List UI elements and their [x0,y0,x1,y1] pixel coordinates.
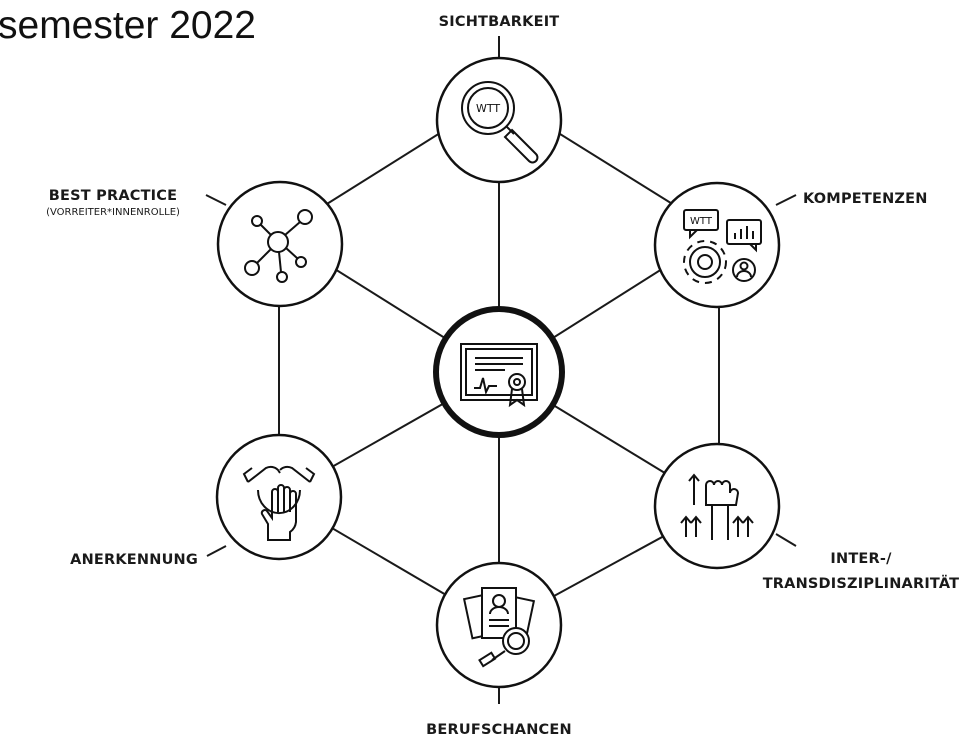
label-inter-line1: INTER-/ [830,551,892,567]
magnifier-wtt-text: WTT [476,102,500,115]
node-best-practice [216,180,344,308]
node-kompetenzen: WTT [653,181,781,309]
label-best-practice-sub: (VORREITER*INNENROLLE) [46,207,180,218]
label-berufschancen: BERUFSCHANCEN [426,722,572,738]
raised-fists-arrows-icon [680,473,754,540]
magnifier-wtt-icon [461,81,539,164]
node-sichtbarkeit: WTT [435,56,563,184]
label-sichtbarkeit: SICHTBARKEIT [439,14,560,30]
page-title: semester 2022 [0,4,256,47]
label-inter-line2: TRANSDISZIPLINARITÄT [763,575,960,592]
label-kompetenzen: KOMPETENZEN [803,191,928,207]
node-inter [653,442,781,570]
node-anerkennung [215,433,343,561]
gear-chat-wtt-text: WTT [690,216,713,227]
certificate-icon [460,343,538,408]
hands-together-icon [242,465,316,541]
node-berufschancen [435,561,563,689]
label-anerkennung: ANERKENNUNG [70,552,198,568]
label-best-practice: BEST PRACTICE [49,188,177,204]
center-node [433,306,565,438]
gear-chat-icon [683,209,762,284]
network-hub-icon [244,209,313,283]
resume-search-icon [462,587,536,668]
